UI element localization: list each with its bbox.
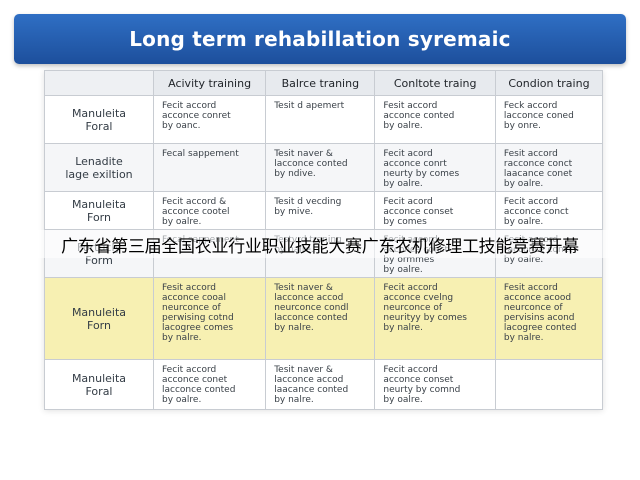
table-cell: Tesit naver & lacconce conted by ndive. — [265, 143, 376, 192]
table-cell — [494, 359, 604, 410]
table-cell: Fesit accord acconce cooal neurconce of … — [152, 277, 267, 360]
table-cell: Fecit accord acconce conet lacconce cont… — [152, 359, 267, 410]
row-label: Manuleita Forn — [44, 191, 154, 230]
column-header-activity: Acivity training — [152, 70, 267, 96]
table-cell: Fesit accord acconce conted by oalre. — [374, 95, 496, 144]
table-cell: Fecit accord & acconce cootel by oalre. — [152, 191, 267, 230]
table-header-row: Acivity training Balrce traning Conltote… — [44, 70, 604, 96]
column-header-balance: Balrce traning — [265, 70, 376, 96]
row-label: Lenadite lage exiltion — [44, 143, 154, 192]
column-header-condion: Condion traing — [494, 70, 604, 96]
title-banner: Long term rehabillation syremaic — [14, 14, 626, 64]
column-header-conltote: Conltote traing — [374, 70, 496, 96]
table-cell: Feck accord lacconce coned by onre. — [494, 95, 604, 144]
table-cell: Fesit accord racconce conct laacance con… — [494, 143, 604, 192]
table-cell: Tesit d vecding by mive. — [265, 191, 376, 230]
table-cell: Fecit accord acconce conret by oanc. — [152, 95, 267, 144]
row-label: Manuleita Forn — [44, 277, 154, 360]
row-label: Manuleita Foral — [44, 95, 154, 144]
overlay-caption: 广东省第三届全国农业行业职业技能大赛广东农机修理工技能竞赛开幕 — [0, 230, 640, 258]
table-cell: Fecal sappement — [152, 143, 267, 192]
table-cell: Fecit accord acconce conset neurty by co… — [374, 359, 496, 410]
table-cell: Tesit naver & lacconce accod laacance co… — [265, 359, 376, 410]
table-cell: Tesit naver & lacconce accod neurconce c… — [265, 277, 376, 360]
page-title: Long term rehabillation syremaic — [129, 27, 511, 51]
table-cell: Tesit d apemert — [265, 95, 376, 144]
table-cell: Fecit acord acconce conset by comes — [374, 191, 496, 230]
table-cell: Fecit accord acconce cvelng neurconce of… — [374, 277, 496, 360]
row-label: Manuleita Foral — [44, 359, 154, 410]
table-cell: Fecit acord acconce conrt neurty by come… — [374, 143, 496, 192]
table-corner-cell — [44, 70, 154, 96]
table-cell: Fesit accord acconce acood neurconce of … — [494, 277, 604, 360]
table-cell: Fecit accord acconce conct by oalre. — [494, 191, 604, 230]
